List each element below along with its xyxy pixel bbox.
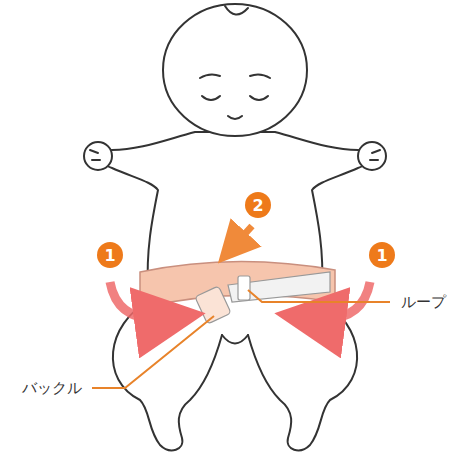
crotch	[222, 335, 248, 344]
head	[163, 4, 307, 136]
callout-number: 1	[104, 246, 115, 265]
callout-number: 1	[376, 246, 387, 265]
leader-line	[248, 290, 390, 302]
callout-circle	[97, 242, 123, 268]
part-name: バックル	[22, 379, 82, 398]
loop	[238, 276, 250, 300]
right-fist-fingers	[370, 150, 380, 160]
left-fist	[84, 142, 112, 170]
part-name: ループ	[401, 293, 446, 312]
callout-circle	[369, 242, 395, 268]
wrap-arrow	[110, 282, 170, 319]
right-eye	[250, 96, 268, 100]
right-eyebrow	[250, 74, 270, 78]
insert-arrow	[232, 226, 252, 248]
mouth	[228, 116, 242, 119]
callout-number: 2	[252, 196, 263, 215]
left-fist-fingers	[90, 150, 100, 160]
right-leg	[248, 300, 357, 450]
hair	[225, 6, 248, 15]
right-fist	[358, 142, 386, 170]
callout-circle	[245, 192, 271, 218]
left-eye	[202, 96, 220, 100]
buckle	[195, 286, 231, 324]
leader-line	[92, 316, 214, 388]
wrap-arrow	[310, 282, 370, 319]
belt-strap	[228, 272, 330, 302]
left-eyebrow	[200, 74, 220, 78]
